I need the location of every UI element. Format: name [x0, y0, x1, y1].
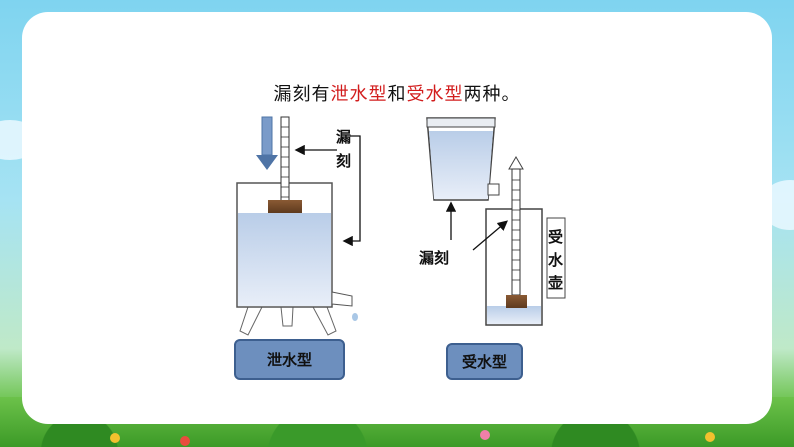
- title-text: 漏刻有: [273, 84, 331, 105]
- ruler-ticks: [512, 179, 520, 281]
- outflow-spout: [331, 291, 353, 307]
- content-card: [22, 12, 772, 424]
- title-text: 和: [387, 84, 407, 105]
- outflow-water: [238, 213, 331, 306]
- outflow-ruler: [280, 116, 290, 206]
- water-drop: [352, 313, 358, 321]
- inflow-water: [487, 306, 541, 324]
- vlabel-hu: 壶: [548, 274, 564, 292]
- title-highlight-outflow: 泄水型: [330, 84, 388, 105]
- inflow-type-button[interactable]: 受水型: [446, 343, 523, 380]
- vlabel-shui: 水: [548, 251, 564, 269]
- label-ke: 刻: [336, 152, 352, 170]
- inflow-clock: [426, 117, 566, 326]
- label-louke: 漏刻: [419, 249, 450, 267]
- float-block: [268, 200, 302, 213]
- vessel-label-box: [546, 217, 566, 299]
- label-lou: 漏: [336, 128, 352, 146]
- outflow-clock: [236, 116, 361, 336]
- up-arrow-icon: [508, 156, 524, 170]
- float-block: [506, 295, 527, 308]
- flower: [110, 433, 120, 443]
- title-highlight-inflow: 受水型: [406, 84, 464, 105]
- flower: [180, 436, 190, 446]
- flower: [705, 432, 715, 442]
- down-arrow-icon: [256, 116, 278, 170]
- ruler-ticks: [281, 126, 289, 198]
- outflow-type-button[interactable]: 泄水型: [234, 339, 345, 380]
- supply-spout: [487, 183, 500, 196]
- page-title: 漏刻有泄水型和受水型两种。: [0, 80, 794, 106]
- flower: [480, 430, 490, 440]
- vessel-legs: [239, 306, 337, 336]
- inflow-ruler: [511, 168, 521, 296]
- vlabel-shou: 受: [548, 228, 564, 246]
- title-text: 两种。: [463, 84, 521, 105]
